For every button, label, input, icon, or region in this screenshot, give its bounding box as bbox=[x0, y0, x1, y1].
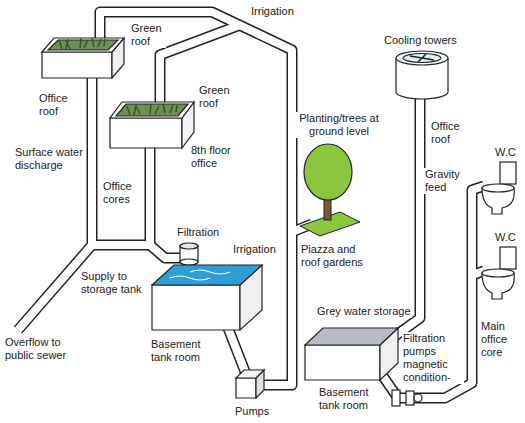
callout-label: Pumps bbox=[234, 405, 270, 418]
callout-label: Grey water storage bbox=[316, 305, 412, 318]
callout-label: Filtration pumps magnetic condition- bbox=[402, 332, 464, 384]
callout-label: Piazza and roof gardens bbox=[300, 243, 378, 269]
callout-label: Irrigation bbox=[232, 243, 277, 256]
callout-label: Basement tank room bbox=[150, 338, 214, 364]
callout-label: Office cores bbox=[102, 180, 144, 206]
callout-label: Irrigation bbox=[250, 5, 295, 18]
callout-label: Surface water discharge bbox=[14, 146, 86, 172]
callout-label: W.C bbox=[494, 231, 517, 244]
callout-label: W.C bbox=[494, 146, 517, 159]
callout-label: Supply to storage tank bbox=[80, 270, 144, 296]
cooling-tower bbox=[396, 51, 448, 99]
pipe-outline bbox=[18, 12, 484, 398]
callout-label: Basement tank room bbox=[318, 386, 382, 412]
callout-label: Planting/trees at ground level bbox=[296, 112, 382, 138]
callout-label: Gravity feed bbox=[424, 168, 464, 194]
callout-label: Overflow to public sewer bbox=[4, 336, 78, 362]
grey-water-tank bbox=[305, 328, 398, 380]
callout-label: Cooling towers bbox=[383, 34, 458, 47]
callout-label: Office roof bbox=[38, 92, 74, 118]
pipe-fill bbox=[18, 12, 484, 398]
storage-tank bbox=[152, 265, 262, 330]
filtration-valve bbox=[392, 390, 422, 406]
tree bbox=[300, 144, 360, 236]
toilet bbox=[482, 247, 516, 299]
green-roof-planter bbox=[110, 102, 194, 148]
filter-unit bbox=[180, 243, 198, 265]
callout-label: Green roof bbox=[198, 84, 234, 110]
callout-label: 8th floor office bbox=[190, 144, 248, 170]
callout-label: Green roof bbox=[130, 22, 166, 48]
callout-label: Filtration bbox=[176, 226, 220, 239]
toilet bbox=[482, 162, 516, 214]
callout-label: Office roof bbox=[430, 120, 466, 146]
green-roof-planter bbox=[42, 38, 124, 78]
pump-unit bbox=[236, 370, 264, 398]
callout-label: Main office core bbox=[480, 320, 522, 359]
